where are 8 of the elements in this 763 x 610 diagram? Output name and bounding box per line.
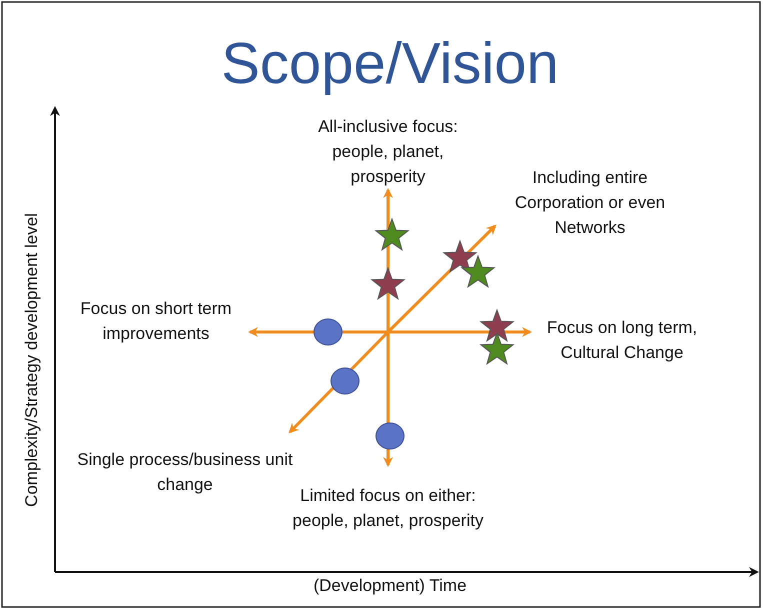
callout-text: Including entire Corporation or even Networks	[495, 150, 685, 254]
callout-text: Focus on long term, Cultural Change	[530, 300, 714, 380]
callout-text: All-inclusive focus: people, planet, prosperity	[300, 113, 476, 190]
slide-title: Scope/Vision	[220, 30, 560, 98]
arrow	[388, 327, 532, 337]
axis-title: Complexity/Strategy development level	[21, 213, 42, 507]
callout-text: Focus on short term improvements	[62, 294, 250, 348]
axis-title: (Development) Time	[313, 575, 467, 597]
